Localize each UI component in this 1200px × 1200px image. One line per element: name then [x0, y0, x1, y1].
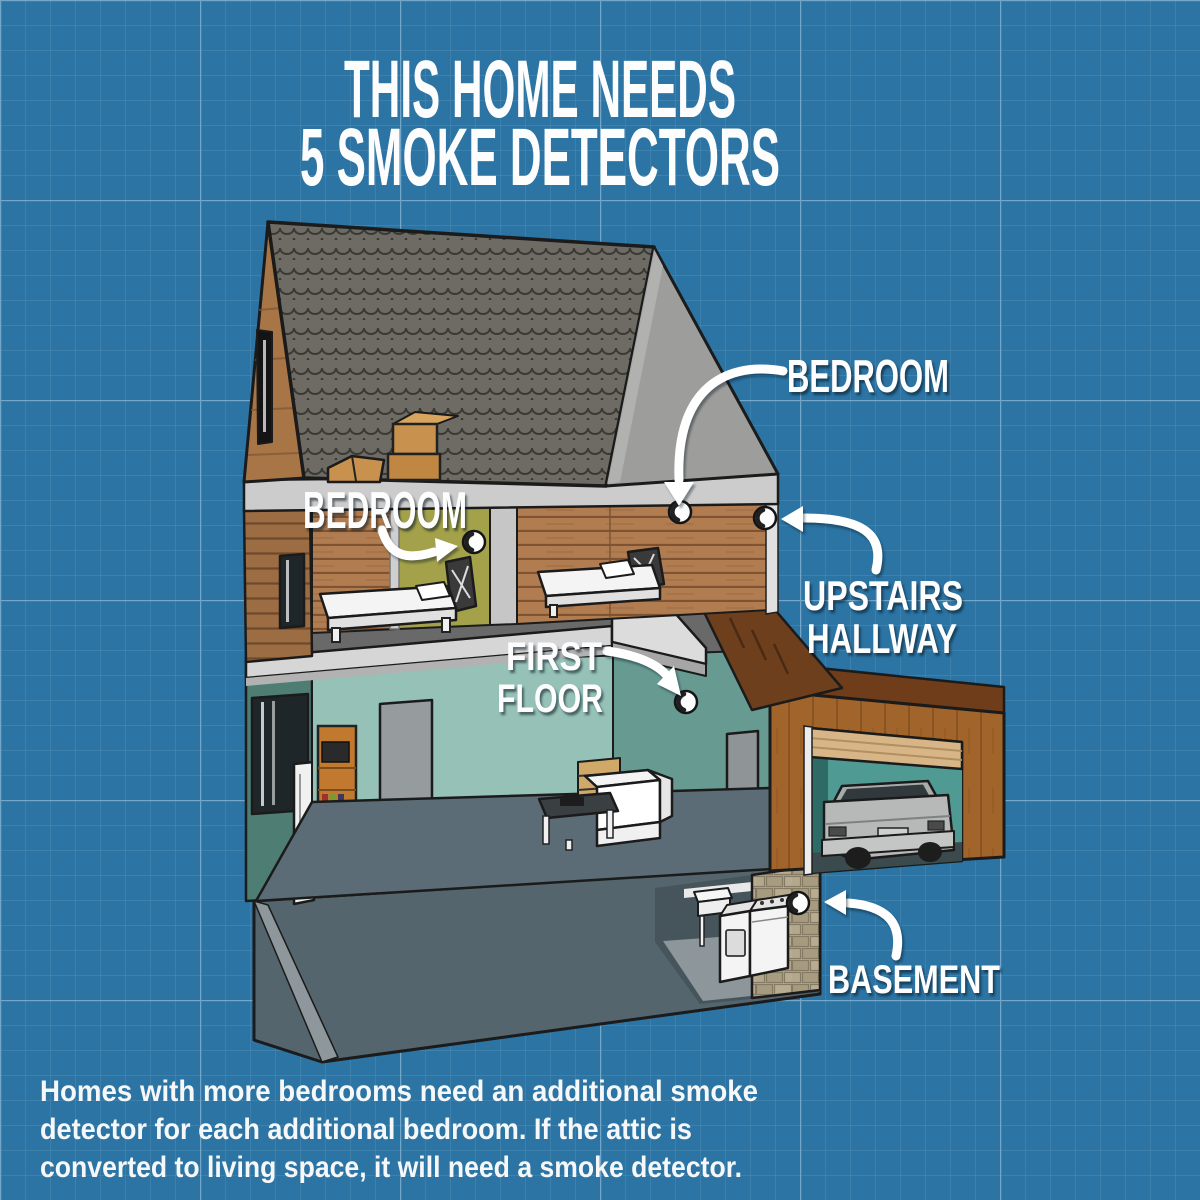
arrowhead-bedroom-left	[435, 538, 458, 562]
label-basement: BASEMENT	[828, 958, 1000, 1002]
garage-door-slat	[809, 737, 963, 752]
stair-step-line	[728, 617, 746, 649]
smoke-detector-first-floor-icon	[673, 689, 699, 715]
gable-plank-line	[247, 452, 301, 456]
headboard-detail	[455, 565, 469, 603]
washer-knob	[770, 899, 774, 904]
box	[386, 452, 442, 482]
smoke-detector-upstairs-hallway-icon	[752, 505, 778, 531]
box	[391, 422, 439, 456]
title-line-1: THIS HOME NEEDS	[344, 44, 736, 135]
washer-lid-line	[751, 916, 789, 923]
detector-crescent	[676, 691, 687, 713]
attic-boxes	[326, 411, 459, 484]
washer	[748, 893, 796, 978]
stair-step-line	[750, 629, 768, 661]
label-upstairs-hallway-line1: UPSTAIRS	[803, 572, 963, 619]
stair-step-line	[772, 643, 790, 675]
bed-pillow	[415, 581, 451, 601]
bed-right	[536, 546, 666, 618]
bed-leg	[331, 627, 341, 643]
car-tail-light	[927, 820, 945, 831]
garage-door-jamb	[803, 725, 813, 876]
annotation-labels: BEDROOM BEDROOM UPSTAIRS HALLWAY FIRST F…	[303, 350, 1000, 1002]
window-blind-highlight	[261, 702, 264, 806]
arrowhead-first-floor	[657, 666, 681, 696]
bed-left	[318, 555, 478, 643]
car-tail-light	[828, 826, 847, 837]
gable-highlight-edge	[607, 249, 663, 484]
label-first-floor-line2: FLOOR	[497, 677, 603, 721]
basement-left-bevel	[252, 899, 340, 1063]
table-leg	[565, 839, 573, 851]
second-floor	[242, 479, 779, 664]
footer-line-1: Homes with more bedrooms need an additio…	[40, 1075, 758, 1108]
bed-frame	[326, 606, 458, 632]
arrow-bedroom-left	[377, 525, 439, 561]
table-leg	[542, 815, 550, 845]
annotation-arrows	[377, 364, 903, 961]
floor-slab-shadow	[246, 646, 612, 686]
page-title: THIS HOME NEEDS 5 SMOKE DETECTORS	[300, 44, 780, 203]
footer-line-2: detector for each additional bedroom. If…	[40, 1113, 692, 1146]
washer-front	[748, 904, 790, 978]
title-line-2: 5 SMOKE DETECTORS	[300, 112, 780, 203]
washer-knob	[760, 901, 764, 905]
detector-crescent	[755, 507, 766, 529]
tv-screen	[321, 741, 350, 763]
garage-door-slat	[809, 746, 963, 761]
detector-crescent	[788, 892, 799, 914]
house-illustration	[242, 220, 1006, 1064]
smoke-detector-basement-icon	[785, 890, 811, 916]
dryer-door	[725, 929, 746, 957]
attic-roof	[242, 220, 780, 488]
arrow-bedroom-right	[674, 364, 788, 485]
arrow-basement	[843, 898, 903, 961]
car-wheel	[845, 847, 871, 869]
label-bedroom-right: BEDROOM	[787, 350, 949, 402]
bedroom-divider-wall	[489, 505, 518, 626]
arrowhead-basement	[824, 890, 846, 915]
box	[326, 454, 386, 484]
detector-crescent	[670, 501, 681, 523]
bed-pillow	[599, 559, 635, 579]
first-floor	[244, 635, 822, 906]
detector-crescent	[464, 531, 475, 553]
car-trunk-line	[825, 815, 951, 825]
garage	[768, 661, 1006, 876]
arrowhead-upstairs-hallway	[781, 506, 803, 532]
arrow-upstairs-hallway	[799, 513, 883, 575]
utility-sink	[693, 887, 733, 947]
window-blind-highlight	[286, 560, 289, 622]
footer-line-3: converted to living space, it will need …	[40, 1151, 742, 1184]
roof-shingle-slope	[266, 220, 656, 488]
car	[821, 779, 956, 869]
armchair-arm	[646, 768, 674, 824]
table-item	[560, 797, 584, 806]
smoke-detector-bedroom-left-icon	[461, 529, 487, 555]
bed-frame	[544, 586, 662, 609]
arrowhead-bedroom-right	[664, 482, 694, 506]
gable-plank-line	[258, 307, 282, 311]
label-first-floor-line1: FIRST	[506, 635, 602, 679]
table-leg	[606, 809, 614, 839]
box-flap-line	[351, 455, 357, 482]
attic-window-highlight	[263, 340, 266, 432]
bed-leg	[441, 617, 451, 633]
label-bedroom-left: BEDROOM	[303, 482, 467, 540]
label-upstairs-hallway-line2: HALLWAY	[807, 615, 957, 662]
sink-leg	[699, 915, 705, 947]
car-wheel	[918, 842, 942, 862]
washer-knob	[780, 898, 784, 902]
bed-leg	[549, 604, 558, 618]
window-blind-highlight	[272, 701, 275, 805]
coffee-table	[537, 791, 620, 851]
second-floor-window	[278, 552, 306, 630]
footer-note: Homes with more bedrooms need an additio…	[40, 1075, 758, 1184]
